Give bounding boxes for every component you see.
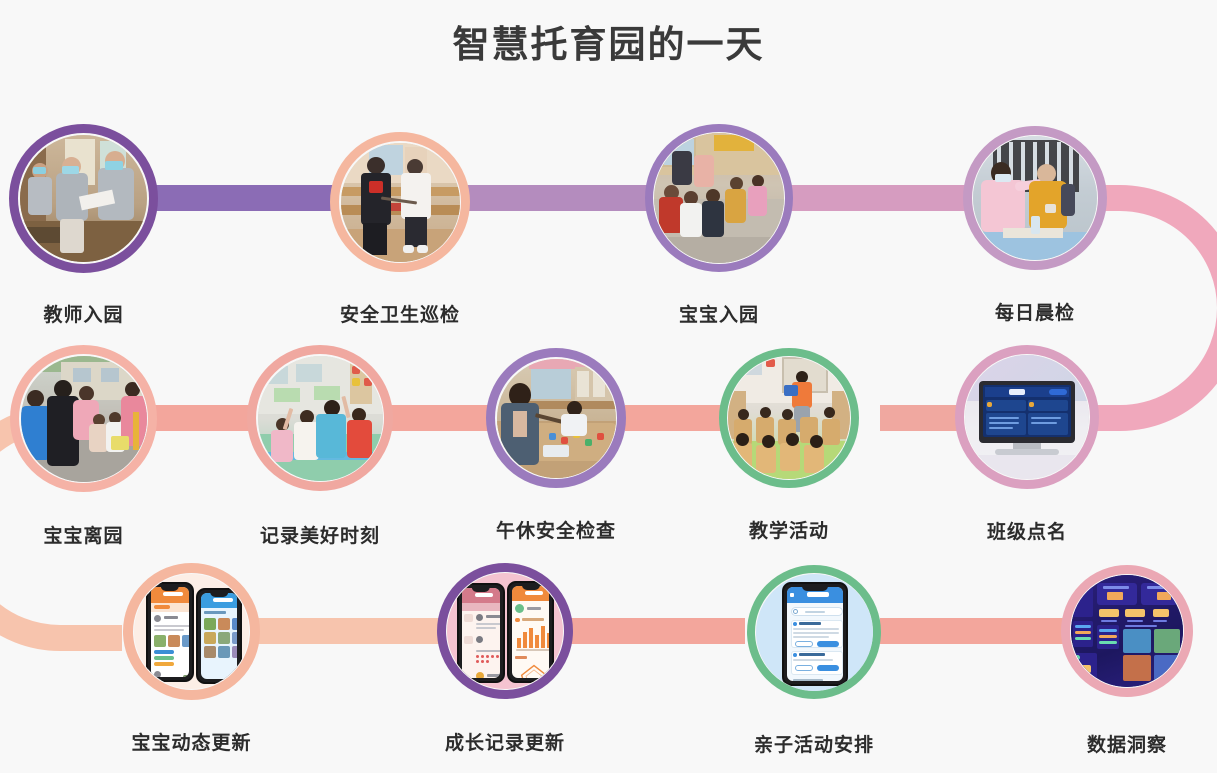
node-ring (1061, 565, 1193, 697)
node-label: 宝宝动态更新 (131, 733, 252, 754)
node-photo-data-insight (1071, 575, 1183, 687)
node-photo-teacher-arrival (20, 135, 147, 262)
node-photo-daily-morning-check (973, 136, 1097, 260)
node-data-insight[interactable]: 数据洞察 (1061, 565, 1193, 756)
node-label: 每日晨检 (994, 303, 1076, 324)
node-safety-hygiene-inspection[interactable]: 安全卫生巡检 (330, 132, 470, 326)
node-record-good-moments[interactable]: 记录美好时刻 (247, 345, 393, 547)
node-daily-morning-check[interactable]: 每日晨检 (963, 126, 1107, 324)
node-label: 午休安全检查 (495, 521, 617, 542)
connector-row3-seg1 (258, 618, 443, 644)
node-nap-safety-check[interactable]: 午休安全检查 (486, 348, 626, 542)
node-ring (437, 563, 573, 699)
node-label: 宝宝离园 (43, 526, 124, 547)
node-ring (123, 563, 260, 700)
node-photo-baby-departure (20, 355, 147, 482)
node-baby-arrival[interactable]: 宝宝入园 (645, 124, 793, 326)
node-teaching-activity[interactable]: 教学活动 (719, 348, 859, 542)
node-label: 教学活动 (748, 521, 830, 542)
node-photo-baby-arrival (654, 133, 784, 263)
node-label: 班级点名 (986, 522, 1068, 543)
connector-row3-seg3 (880, 618, 1070, 644)
node-photo-baby-status-update (134, 574, 249, 689)
node-ring (963, 126, 1107, 270)
connector-row2-seg4 (155, 405, 260, 431)
node-label: 亲子活动安排 (753, 735, 875, 756)
node-ring (747, 565, 881, 699)
node-label: 记录美好时刻 (259, 526, 381, 547)
node-photo-nap-safety-check (496, 358, 616, 478)
node-photo-record-good-moments (257, 355, 383, 481)
node-photo-parent-child-activity (755, 573, 873, 691)
node-label: 安全卫生巡检 (339, 305, 461, 326)
node-class-roll-call[interactable]: 班级点名 (955, 345, 1099, 543)
node-ring (486, 348, 626, 488)
node-ring (719, 348, 859, 488)
node-label: 宝宝入园 (678, 305, 760, 326)
node-ring (247, 345, 393, 491)
node-baby-departure[interactable]: 宝宝离园 (10, 345, 157, 547)
node-ring (955, 345, 1099, 489)
node-photo-growth-record-update (447, 573, 563, 689)
node-ring (9, 124, 158, 273)
node-baby-status-update[interactable]: 宝宝动态更新 (123, 563, 260, 754)
node-ring (645, 124, 793, 272)
node-photo-safety-hygiene-inspection (340, 142, 460, 262)
connector-row1-seg1 (150, 185, 355, 211)
node-ring (330, 132, 470, 272)
node-growth-record-update[interactable]: 成长记录更新 (437, 563, 573, 754)
node-photo-teaching-activity (728, 357, 850, 479)
node-parent-child-activity[interactable]: 亲子活动安排 (747, 565, 881, 756)
node-label: 教师入园 (43, 305, 124, 326)
node-label: 数据洞察 (1086, 735, 1168, 756)
node-teacher-arrival[interactable]: 教师入园 (9, 124, 158, 326)
connector-row3-seg2 (565, 618, 745, 644)
node-label: 成长记录更新 (444, 733, 566, 754)
node-ring (10, 345, 157, 492)
node-photo-class-roll-call (965, 355, 1089, 479)
page-title: 智慧托育园的一天 (452, 24, 765, 65)
